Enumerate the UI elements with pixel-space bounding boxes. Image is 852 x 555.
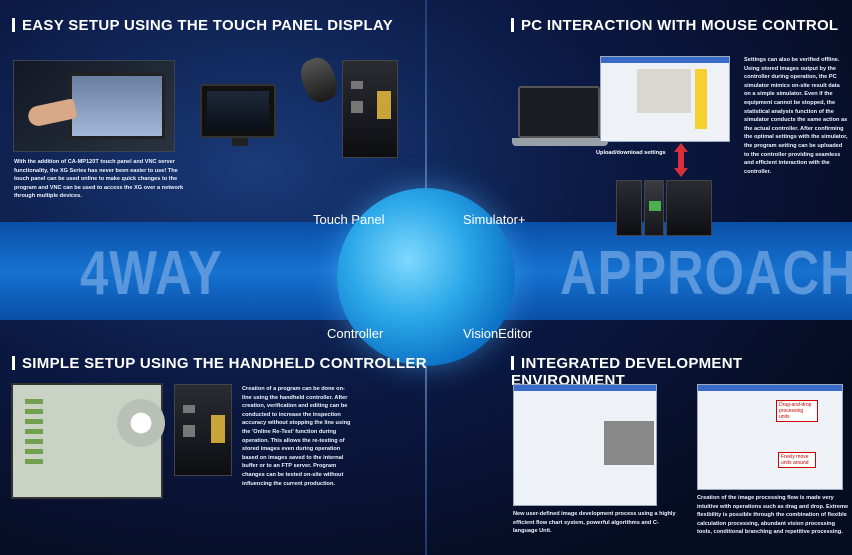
callout-drag-drop: Drag-and-drop processing units — [776, 400, 818, 422]
controller-unit-1 — [616, 180, 642, 236]
controller-unit-2 — [644, 180, 664, 236]
handheld-body: Creation of a program can be done on-lin… — [242, 386, 351, 487]
controller-unit-3 — [666, 180, 712, 236]
touch-panel-title: EASY SETUP USING THE TOUCH PANEL DISPLAY — [12, 17, 393, 34]
inspection-image — [117, 399, 165, 447]
word-4way: 4WAY — [80, 239, 223, 308]
xg-controller-top — [342, 60, 398, 158]
touch-panel-screen — [69, 73, 165, 139]
center-circle — [337, 188, 515, 366]
touch-panel-photo — [13, 60, 175, 152]
ide-left-caption: New user-defined image development proce… — [513, 511, 676, 535]
touch-panel-body: With the addition of CA-MP120T touch pan… — [14, 159, 184, 200]
handheld-screen — [11, 383, 165, 499]
pc-body: Settings can also be verified offline. U… — [744, 57, 848, 175]
touch-monitor — [200, 84, 276, 146]
laptop-illustration — [512, 86, 608, 146]
upload-download-caption: Upload/download settings — [596, 150, 666, 156]
label-controller: Controller — [327, 326, 384, 341]
pc-title: PC INTERACTION WITH MOUSE CONTROL — [511, 17, 838, 34]
word-approach: APPROACH — [560, 239, 852, 308]
simulator-screenshot — [600, 56, 730, 142]
vision-editor-screenshot — [513, 384, 657, 506]
ide-right-caption: Creation of the image processing flow is… — [697, 495, 849, 536]
label-visioneditor: VisionEditor — [463, 326, 533, 341]
label-simulator: Simulator+ — [463, 212, 526, 227]
flowchart-screenshot — [697, 384, 843, 490]
xg-controller-bottom — [174, 384, 232, 476]
label-touch-panel: Touch Panel — [313, 212, 385, 227]
upload-download-arrow-icon — [674, 143, 688, 177]
handheld-title: SIMPLE SETUP USING THE HANDHELD CONTROLL… — [12, 355, 427, 372]
callout-move-units: Freely move units around — [778, 452, 816, 468]
